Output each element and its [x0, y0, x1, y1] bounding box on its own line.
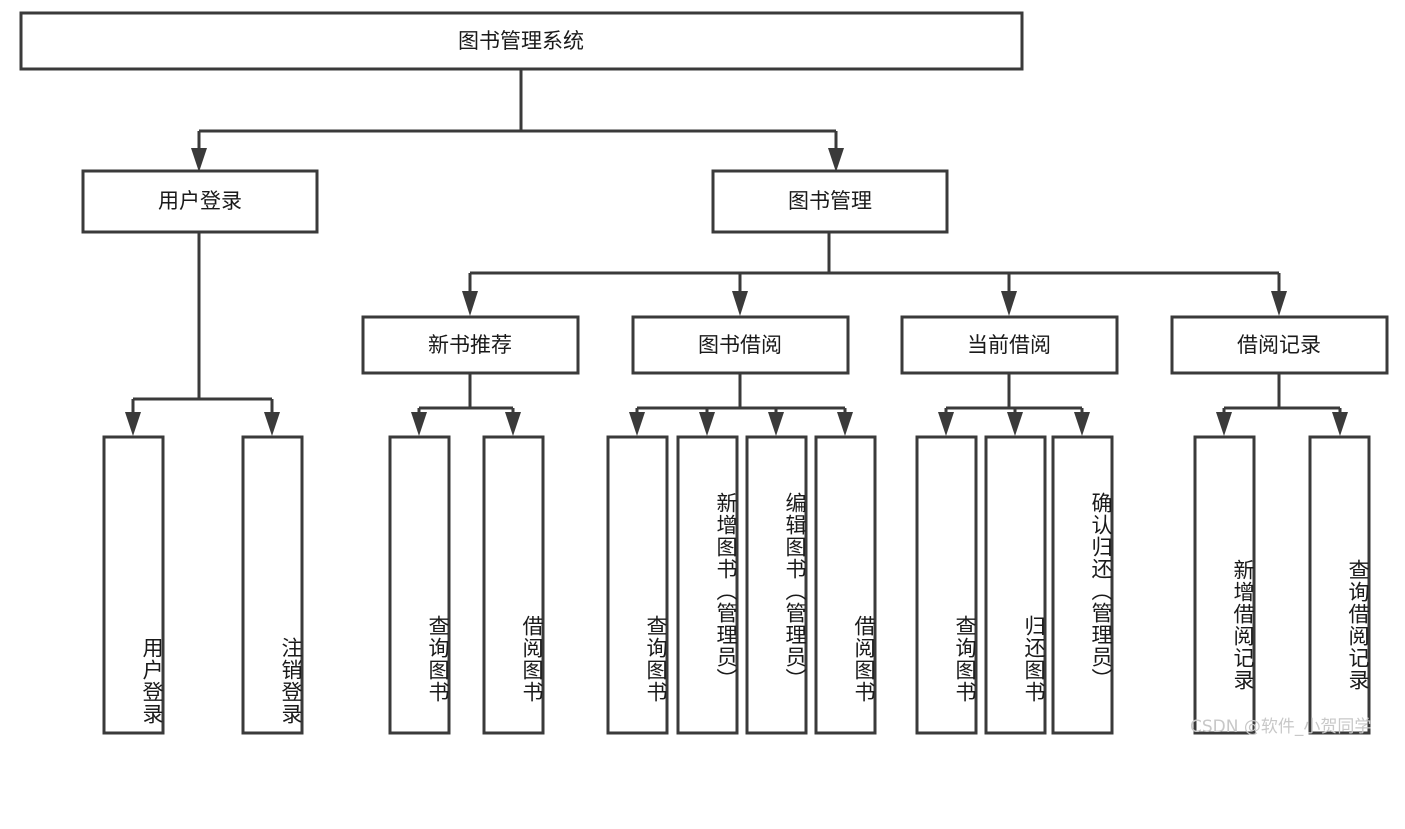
node-borrow-record-label: 借阅记录	[1237, 333, 1321, 357]
leaf-query-book-3-box[interactable]	[915, 435, 978, 735]
arrow-book-manage-to-book-borrow	[732, 291, 748, 316]
arrow-new-book-rec-to-leaf-1	[411, 412, 427, 436]
node-user-login-label: 用户登录	[158, 189, 242, 213]
arrow-user-login-to-leaf-2	[264, 412, 280, 436]
node-book-manage-label: 图书管理	[788, 189, 872, 213]
arrow-book-borrow-to-leaf-4	[837, 412, 853, 436]
arrow-borrow-record-to-leaf-1	[1216, 412, 1232, 436]
node-book-manage-box[interactable]	[711, 169, 949, 234]
arrow-book-borrow-to-leaf-1	[629, 412, 645, 436]
node-root-label: 图书管理系统	[458, 29, 584, 53]
leaf-boxes-group	[102, 435, 1371, 735]
node-user-login-box[interactable]	[81, 169, 319, 234]
node-root-box[interactable]	[19, 11, 1024, 71]
arrow-book-manage-to-borrow-record	[1271, 291, 1287, 316]
leaf-borrow-book-1-box[interactable]	[482, 435, 545, 735]
node-new-book-rec-label: 新书推荐	[428, 333, 512, 357]
arrow-root-to-book-manage	[828, 148, 844, 172]
arrow-current-borrow-to-leaf-2	[1007, 412, 1023, 436]
node-current-borrow-box[interactable]	[900, 315, 1119, 375]
tree-diagram-svg: 图书管理系统 用户登录 图书管理 新书推荐 图书借阅 当前借阅 借阅记录	[19, 11, 1389, 735]
node-current-borrow[interactable]: 当前借阅	[900, 315, 1119, 375]
node-current-borrow-label: 当前借阅	[967, 333, 1051, 357]
node-borrow-record-box[interactable]	[1170, 315, 1389, 375]
leaf-edit-book-box[interactable]	[745, 435, 808, 735]
node-book-borrow-box[interactable]	[631, 315, 850, 375]
connector-user-login-bus	[131, 233, 274, 424]
arrow-book-manage-to-current-borrow	[1001, 291, 1017, 316]
arrow-current-borrow-to-leaf-3	[1074, 412, 1090, 436]
arrow-root-to-user-login	[191, 148, 207, 172]
arrow-new-book-rec-to-leaf-2	[505, 412, 521, 436]
leaf-confirm-return-box[interactable]	[1051, 435, 1114, 735]
arrow-current-borrow-to-leaf-1	[938, 412, 954, 436]
arrow-borrow-record-to-leaf-2	[1332, 412, 1348, 436]
node-user-login[interactable]: 用户登录	[81, 169, 319, 234]
arrow-user-login-to-leaf-1	[125, 412, 141, 436]
leaf-user-logout-box[interactable]	[241, 435, 304, 735]
leaf-query-book-1-box[interactable]	[388, 435, 451, 735]
leaf-query-record-box[interactable]	[1308, 435, 1371, 735]
leaf-return-book-box[interactable]	[984, 435, 1047, 735]
node-book-borrow[interactable]: 图书借阅	[631, 315, 850, 375]
node-new-book-rec[interactable]: 新书推荐	[361, 315, 580, 375]
arrow-book-manage-to-new-book-rec	[462, 291, 478, 316]
connectors-group	[125, 70, 1348, 436]
csdn-watermark: CSDN @软件_小贺同学	[1190, 717, 1372, 737]
connector-book-manage-bus	[468, 233, 1281, 303]
node-book-borrow-label: 图书借阅	[698, 333, 782, 357]
diagram-canvas: 图书管理系统 用户登录 图书管理 新书推荐 图书借阅 当前借阅 借阅记录	[19, 11, 1389, 737]
connector-new-book-rec-bus	[417, 374, 515, 424]
node-borrow-record[interactable]: 借阅记录	[1170, 315, 1389, 375]
leaf-user-login-box[interactable]	[102, 435, 165, 735]
connector-book-borrow-bus	[635, 374, 847, 424]
leaf-borrow-book-2-box[interactable]	[814, 435, 877, 735]
connector-borrow-record-bus	[1222, 374, 1342, 424]
connector-root-bus	[197, 70, 838, 160]
leaf-add-book-box[interactable]	[676, 435, 739, 735]
arrow-book-borrow-to-leaf-3	[768, 412, 784, 436]
leaf-query-book-2-box[interactable]	[606, 435, 669, 735]
node-new-book-rec-box[interactable]	[361, 315, 580, 375]
leaf-add-record-box[interactable]	[1193, 435, 1256, 735]
node-book-manage[interactable]: 图书管理	[711, 169, 949, 234]
arrow-book-borrow-to-leaf-2	[699, 412, 715, 436]
node-root[interactable]: 图书管理系统	[19, 11, 1024, 71]
